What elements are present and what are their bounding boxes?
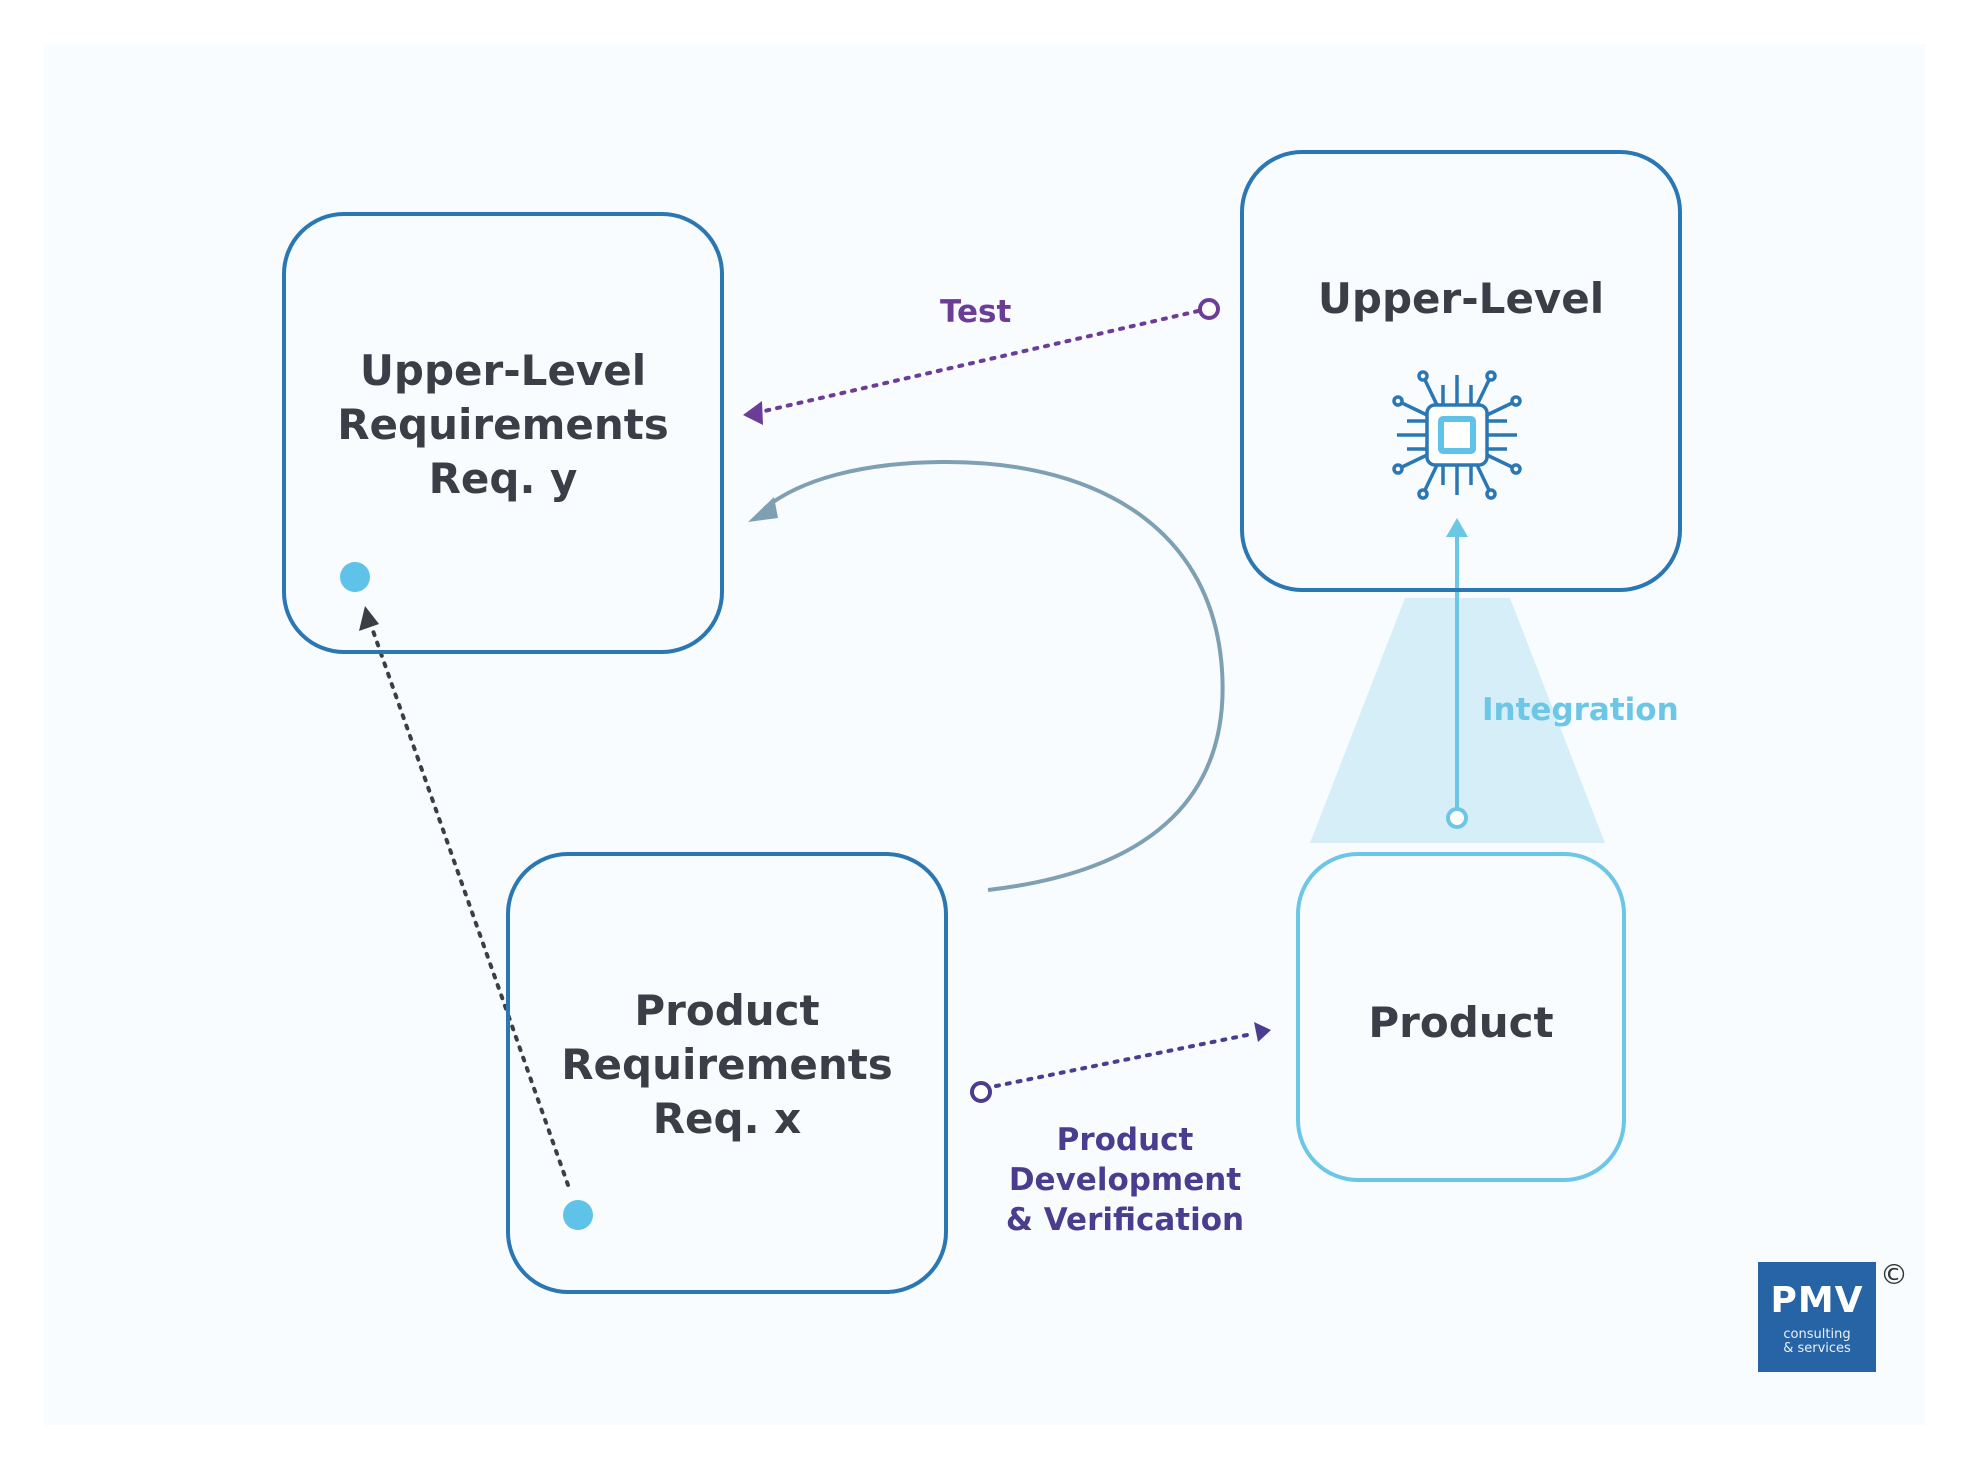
development-arrow-origin <box>970 1081 992 1103</box>
development-label: Product Development & Verification <box>1005 1122 1245 1238</box>
integration-label: Integration <box>1482 692 1679 728</box>
test-arrowhead <box>743 401 763 425</box>
trace-arrow-line <box>370 626 570 1187</box>
cycle-arc <box>763 459 1225 892</box>
test-arrow-origin <box>1198 298 1220 320</box>
development-arrow-line <box>994 1032 1254 1088</box>
microchip-icon <box>1392 370 1522 500</box>
pmv-logo: PMV consulting & services <box>1758 1262 1876 1372</box>
integration-arrowhead <box>1446 518 1468 537</box>
upper-level-box: Upper-Level <box>1240 150 1682 592</box>
upper-level-requirements-box: Upper-Level Requirements Req. y <box>282 212 724 654</box>
trace-arrowhead <box>359 606 379 631</box>
logo-wordmark: PMV <box>1770 1280 1864 1321</box>
upper-level-requirements-label: Upper-Level Requirements Req. y <box>337 346 669 503</box>
product-requirements-box: Product Requirements Req. x <box>506 852 948 1294</box>
product-requirements-label: Product Requirements Req. x <box>561 986 893 1143</box>
test-label: Test <box>940 294 1012 330</box>
cycle-arrowhead <box>748 497 778 522</box>
trace-dot-product <box>563 1200 593 1230</box>
copyright-mark: © <box>1880 1258 1908 1291</box>
test-arrow-line <box>758 309 1200 414</box>
logo-tagline: consulting & services <box>1783 1327 1851 1356</box>
integration-arrow-origin <box>1446 807 1468 829</box>
development-arrowhead <box>1254 1022 1271 1042</box>
product-box: Product <box>1296 852 1626 1182</box>
diagram-background <box>44 44 1925 1425</box>
product-label: Product <box>1368 998 1554 1047</box>
trace-dot-upper <box>340 562 370 592</box>
upper-level-label: Upper-Level <box>1317 274 1605 323</box>
